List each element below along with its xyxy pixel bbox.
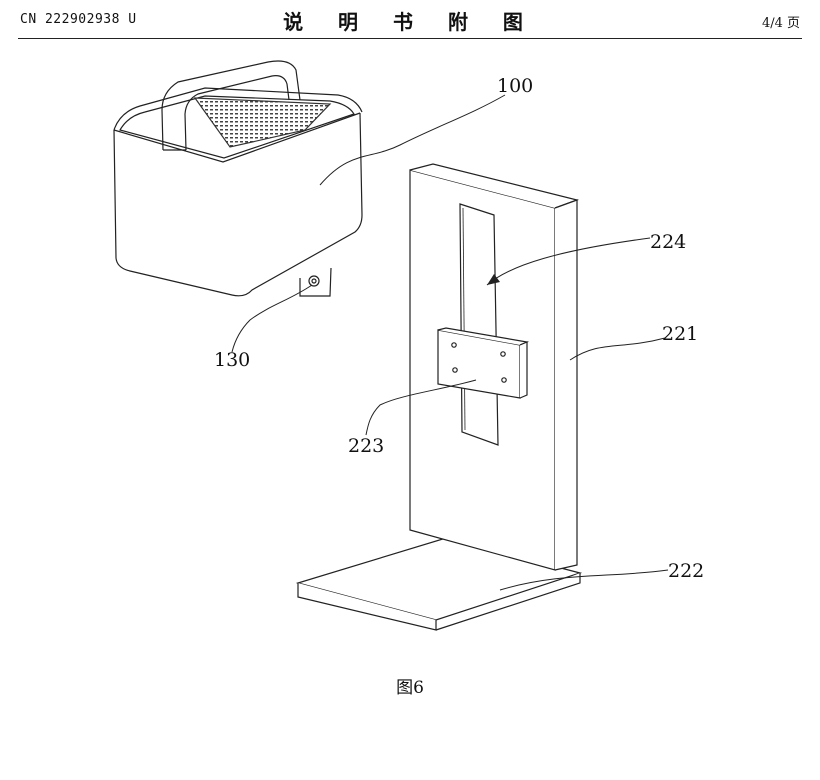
water-tank — [113, 60, 363, 297]
stand — [295, 163, 583, 631]
label-223: 223 — [348, 435, 384, 457]
page-number: 4/4 页 — [761, 16, 800, 31]
label-224: 224 — [650, 231, 686, 253]
arrow-head — [487, 274, 500, 285]
label-130: 130 — [214, 349, 250, 371]
label-100: 100 — [497, 75, 533, 97]
page-header: CN 222902938 U 说 明 书 附 图 4/4 页 — [0, 0, 820, 40]
label-221: 221 — [662, 323, 698, 345]
document-title: 说 明 书 附 图 — [283, 10, 537, 34]
patent-drawing: 100 130 224 221 223 222 — [113, 60, 704, 631]
label-222: 222 — [668, 560, 704, 582]
header-rule — [18, 38, 802, 39]
figure-caption: 图6 — [396, 678, 424, 698]
publication-number: CN 222902938 U — [20, 12, 137, 27]
